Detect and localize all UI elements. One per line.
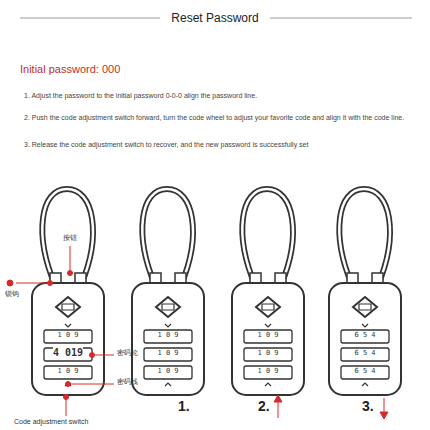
wheel-digits: 6 5 4 [354,348,375,357]
wheel-digits: 4 019 [53,346,83,359]
part-label: Code adjustment switch [14,418,88,427]
wheel-digits: 1 0 9 [257,330,278,339]
step-number: 3. [362,398,374,416]
title: Reset Password [167,11,262,26]
instruction-step: 3. Release the code adjustment switch to… [24,141,414,150]
step-number: 2. [258,398,270,416]
part-label: 密码轮 [117,349,138,358]
wheel-digits: 1 0 9 [157,348,178,357]
step-number: 1. [178,398,190,416]
wheel-digits: 1 0 9 [57,366,78,375]
initial-password: Initial password: 000 [20,63,120,77]
wheel-digits: 1 0 9 [157,366,178,375]
wheel-digits: 6 5 4 [354,330,375,339]
wheel-digits: 1 0 9 [257,366,278,375]
part-label: 锁钩 [5,290,19,299]
wheel-digits: 1 0 9 [257,348,278,357]
instruction-step: 2. Push the code adjustment switch forwa… [24,114,414,123]
part-label: 密码线 [117,378,138,387]
instruction-step: 1. Adjust the password to the initial pa… [24,92,414,101]
wheel-digits: 1 0 9 [157,330,178,339]
wheel-digits: 6 5 4 [354,366,375,375]
wheel-digits: 1 0 9 [57,330,78,339]
part-label: 按钮 [63,234,77,243]
